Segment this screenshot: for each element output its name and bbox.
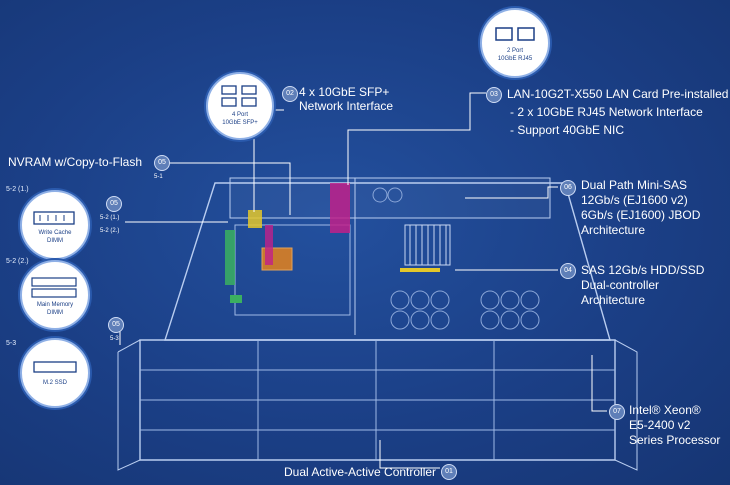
sfp-caption-1: 4 Port — [231, 112, 248, 118]
sas-path-line2: 12Gb/s (EJ1600 v2) — [581, 193, 688, 207]
lan-label-line3: - Support 40GbE NIC — [510, 123, 625, 137]
sas-path-line4: Architecture — [581, 223, 646, 237]
tag-5-2-2: 5-2 (2.) — [6, 258, 29, 265]
nvram-label: NVRAM w/Copy-to-Flash — [8, 155, 143, 169]
sas-hdd-line3: Architecture — [581, 293, 646, 307]
m2-ssd-icon: M.2 SSD — [20, 338, 90, 408]
rj45-port-icon: 2 Port 10GbE RJ45 — [480, 8, 550, 78]
cpu-line2: E5-2400 v2 — [629, 418, 691, 432]
badge-07: 07 — [609, 404, 625, 420]
badge-05-nvram: 05 — [154, 155, 170, 171]
lan-label-line2: - 2 x 10GbE RJ45 Network Interface — [510, 105, 703, 119]
main-memory-caption-2: DIMM — [47, 310, 63, 316]
memory-glyph — [31, 277, 77, 298]
sas-hdd-line1: SAS 12Gb/s HDD/SSD — [581, 263, 705, 277]
badge-01: 01 — [441, 464, 457, 480]
tag-5-3: 5-3 — [6, 340, 17, 347]
m2-ssd-caption: M.2 SSD — [42, 380, 67, 386]
sfp-ports-glyph — [221, 85, 257, 107]
sfp-port-icon: 4 Port 10GbE SFP+ — [206, 72, 274, 140]
ssd-glyph — [33, 361, 77, 373]
ethernet-ports-glyph — [495, 27, 535, 41]
sas-hdd-line2: Dual-controller — [581, 278, 660, 292]
cpu-line1: Intel® Xeon® — [629, 403, 701, 417]
main-memory-dimm-icon: Main Memory DIMM — [20, 260, 90, 330]
badge-05-m2: 05 — [108, 317, 124, 333]
cpu-line3: Series Processor — [629, 433, 721, 447]
dimm-glyph — [33, 211, 75, 225]
main-memory-caption-1: Main Memory — [36, 302, 74, 308]
memory-subtag-2: 5-2 (2.) — [100, 228, 120, 234]
badge-02: 02 — [282, 86, 298, 102]
sas-path-line1: Dual Path Mini-SAS — [581, 178, 688, 192]
rj45-caption-1: 2 Port — [506, 48, 523, 54]
badge-06: 06 — [560, 180, 576, 196]
sfp-label-line1: 4 x 10GbE SFP+ — [299, 85, 390, 99]
m2-subtag: 5-3 — [110, 336, 119, 342]
nvram-subtag: 5-1 — [154, 174, 163, 180]
tag-5-2-1: 5-2 (1.) — [6, 186, 29, 193]
controller-label: Dual Active-Active Controller — [284, 465, 437, 479]
sfp-caption-2: 10GbE SFP+ — [222, 120, 258, 126]
badge-04: 04 — [560, 263, 576, 279]
write-cache-caption-1: Write Cache — [38, 230, 72, 236]
rj45-caption-2: 10GbE RJ45 — [497, 56, 533, 62]
lan-label-line1: LAN-10G2T-X550 LAN Card Pre-installed — [507, 87, 729, 101]
memory-subtag-1: 5-2 (1.) — [100, 215, 120, 221]
badge-03: 03 — [486, 87, 502, 103]
write-cache-dimm-icon: Write Cache DIMM — [20, 190, 90, 260]
badge-05-memory: 05 — [106, 196, 122, 212]
sas-path-line3: 6Gb/s (EJ1600) JBOD — [581, 208, 701, 222]
sfp-label-line2: Network Interface — [299, 99, 394, 113]
write-cache-caption-2: DIMM — [47, 238, 63, 244]
